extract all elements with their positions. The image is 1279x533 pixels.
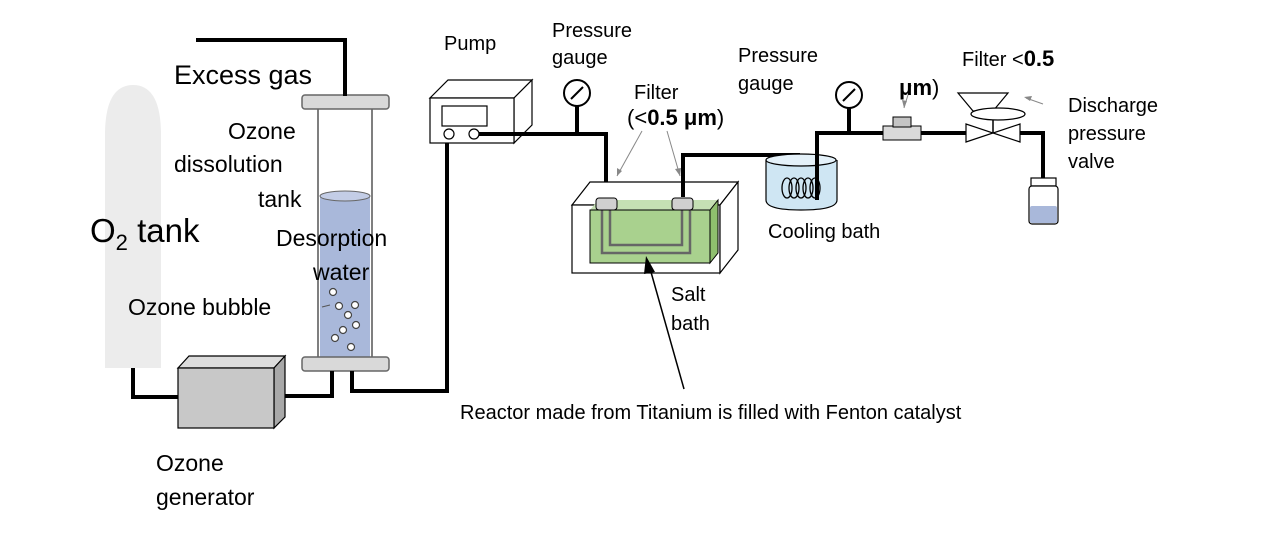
discharge-valve-label-1: Discharge	[1068, 95, 1158, 117]
pressure-gauge-1	[563, 79, 591, 107]
titanium-reactor-tube	[600, 207, 692, 255]
ozone-generator	[176, 354, 287, 430]
ozone-dissolution-label-1: Ozone	[228, 118, 296, 144]
ozone-generator-label-1: Ozone	[156, 450, 224, 476]
salt-bath-label-2: bath	[671, 313, 710, 335]
o2-tank-label: O2 tank	[90, 212, 200, 255]
ozone-dissolution-tank	[301, 94, 390, 372]
ozone-bubbles	[328, 287, 361, 352]
discharge-valve-label-2: pressure	[1068, 123, 1146, 145]
filter-2-unit-label: μm)	[899, 75, 939, 100]
filter-2-label: Filter <0.5	[962, 46, 1054, 71]
ozone-dissolution-label-3: tank	[258, 186, 302, 212]
ozone-bubble-label: Ozone bubble	[128, 294, 271, 320]
inline-filter	[882, 116, 922, 141]
tank-bottom-cap	[301, 356, 390, 372]
cooling-bath	[765, 153, 838, 211]
pressure-gauge-1-label-2: gauge	[552, 47, 608, 69]
cooling-to-valve-pipe	[815, 131, 885, 200]
pump	[428, 78, 534, 145]
ozone-dissolution-label-2: dissolution	[174, 151, 283, 177]
pump-to-reactor-pipe	[479, 132, 608, 197]
reactor-arrow	[648, 264, 685, 390]
cooling-bath-label: Cooling bath	[768, 221, 880, 243]
filter-1-size-label: (<0.5 μm)	[627, 105, 724, 130]
excess-gas-pipe	[196, 38, 347, 96]
pressure-gauge-2	[835, 81, 863, 109]
excess-gas-label: Excess gas	[174, 60, 312, 90]
tank-to-pump-pipe	[350, 142, 449, 393]
ozone-generator-label-2: generator	[156, 484, 255, 510]
reactor-caption: Reactor made from Titanium is filled wit…	[460, 402, 962, 424]
salt-bath-label-1: Salt	[671, 284, 706, 306]
pump-port-in	[443, 128, 455, 140]
o2-pipe	[131, 368, 180, 399]
o2-tank	[105, 85, 161, 368]
desorption-water-label-1: Desorption	[276, 225, 387, 251]
pressure-gauge-2-label-2: gauge	[738, 73, 794, 95]
generator-to-tank-pipe	[285, 371, 334, 398]
collection-vial	[1028, 177, 1059, 225]
tank-top-cap	[301, 94, 390, 110]
pump-label: Pump	[444, 33, 496, 55]
pressure-gauge-2-label-1: Pressure	[738, 45, 818, 67]
pump-port-out	[468, 128, 480, 140]
discharge-pressure-valve	[956, 92, 1026, 143]
desorption-water-label-2: water	[312, 259, 370, 285]
discharge-valve-label-3: valve	[1068, 151, 1115, 173]
valve-to-vial-pipe	[1020, 131, 1045, 178]
salt-bath	[570, 180, 740, 275]
pump-display	[441, 105, 488, 127]
filter-1-label: Filter	[634, 82, 679, 104]
pressure-gauge-1-label-1: Pressure	[552, 20, 632, 42]
